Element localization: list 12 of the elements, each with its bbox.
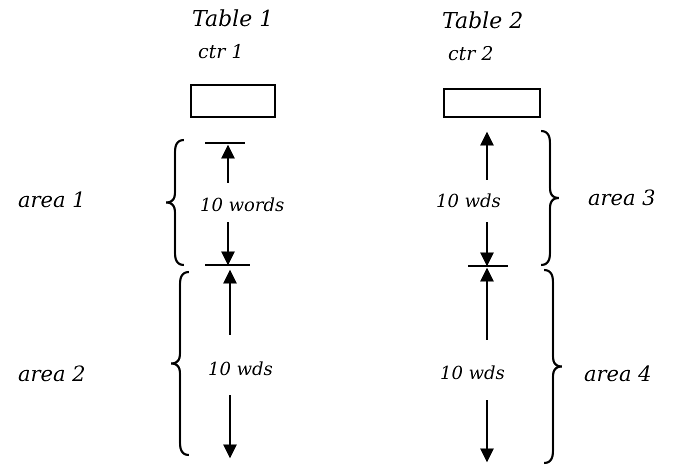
area-label: area 3 xyxy=(588,186,656,210)
area-label: area 4 xyxy=(584,362,652,386)
area-label: area 2 xyxy=(18,362,86,386)
size-label: 10 wds xyxy=(436,190,501,214)
counter-label: ctr 1 xyxy=(198,40,244,64)
area-label: area 1 xyxy=(18,188,86,212)
counter-label: ctr 2 xyxy=(448,42,494,66)
size-label: 10 wds xyxy=(440,362,505,386)
size-label: 10 words xyxy=(200,194,284,218)
table-title: Table 2 xyxy=(442,10,524,34)
table-title: Table 1 xyxy=(192,8,274,32)
size-label: 10 wds xyxy=(208,358,273,382)
